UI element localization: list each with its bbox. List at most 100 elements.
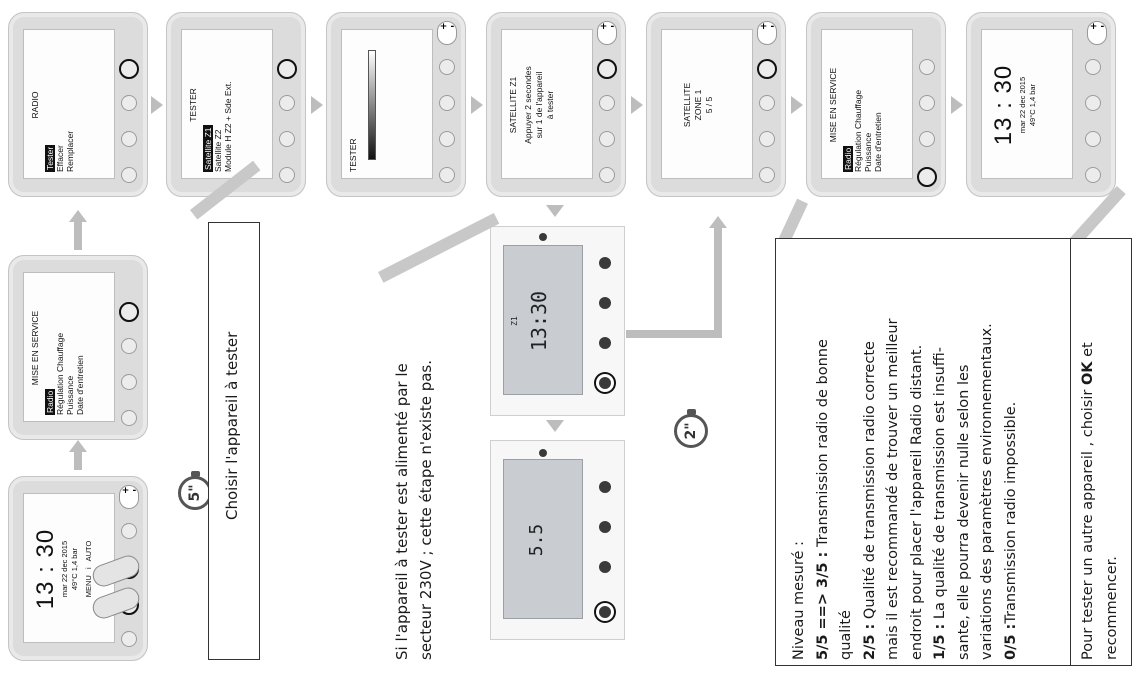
plus-minus-button[interactable]: + - <box>757 21 777 45</box>
menu-item-satellite-z1[interactable]: Satellite Z1 <box>203 125 213 172</box>
button-3[interactable] <box>279 131 295 147</box>
arrow-connector <box>714 228 722 338</box>
device-radio: RADIO Tester Effacer Remplacer <box>8 12 148 197</box>
arrow-right <box>471 96 483 114</box>
screen-title: TESTER <box>348 138 358 172</box>
remote-value: 5.5 <box>526 523 547 557</box>
plus-minus-button[interactable]: + - <box>437 21 457 45</box>
menu-item-radio[interactable]: Radio <box>843 145 853 172</box>
button-1[interactable] <box>439 59 455 75</box>
device-screen: SATELLITE ZONE 1 5 / 5 <box>661 29 753 179</box>
button-4[interactable] <box>121 167 137 183</box>
menu-item-puissance[interactable]: Puissance <box>863 132 873 172</box>
menu-item-regulation[interactable]: Régulation Chauffage <box>55 332 65 415</box>
remote-lcd: 5.5 <box>503 459 583 619</box>
screen-title: RADIO <box>30 91 40 119</box>
device-satellite-zone: SATELLITE ZONE 1 5 / 5 + - <box>646 12 786 197</box>
button-2[interactable] <box>759 95 775 111</box>
zone-line: ZONE 1 <box>693 89 703 121</box>
remote-button[interactable] <box>599 297 611 309</box>
button-2[interactable] <box>121 338 137 354</box>
arrow-up-head <box>69 440 87 452</box>
button-1[interactable] <box>597 59 617 79</box>
status-display: 49°C 1,4 bar <box>70 547 79 591</box>
menu-item-radio[interactable]: Radio <box>45 388 55 415</box>
button-2[interactable] <box>121 95 137 111</box>
button-3[interactable] <box>759 131 775 147</box>
remote-button[interactable] <box>599 481 611 493</box>
button-2[interactable] <box>599 95 615 111</box>
remote-button[interactable] <box>599 521 611 533</box>
device-tester-list: TESTER Satellite Z1 Satellite Z2 Module … <box>166 12 306 197</box>
button-3[interactable] <box>439 131 455 147</box>
button-ok[interactable] <box>119 59 139 79</box>
button-3[interactable] <box>121 374 137 390</box>
menu-item-satellite-z2[interactable]: Satellite Z2 <box>213 129 223 172</box>
date-display: mar 22 dec 2015 <box>1018 76 1027 134</box>
screen-title: MISE EN SERVICE <box>30 310 40 386</box>
plus-minus-button[interactable]: + - <box>1087 21 1107 45</box>
button-ok[interactable] <box>119 302 139 322</box>
zone-line: SATELLITE <box>682 82 692 128</box>
caption-secteur: Si l'appareil à tester est alimenté par … <box>393 359 435 660</box>
instruction-line: sur 1 de l'appareil <box>534 71 544 139</box>
remote-satellite-1: Z1 13:30 <box>490 226 625 416</box>
device-screen: RADIO Tester Effacer Remplacer <box>23 29 115 179</box>
device-satellite-z1: SATELLITE Z1 Appuyer 2 secondes sur 1 de… <box>486 12 626 197</box>
device-home-2: 13 : 30 mar 22 dec 2015 49°C 1,4 bar + - <box>966 12 1116 197</box>
remote-button[interactable] <box>599 337 611 349</box>
caption-choose: Choisir l'appareil à tester <box>223 331 241 520</box>
zone-score: 5 / 5 <box>704 96 714 114</box>
menu-item-effacer[interactable]: Effacer <box>55 145 65 172</box>
plus-minus-button[interactable]: + - <box>597 21 617 45</box>
remote-button[interactable] <box>539 449 547 457</box>
button-4[interactable] <box>121 410 137 426</box>
plus-minus-button[interactable]: + - <box>119 485 139 509</box>
button-1[interactable] <box>1085 59 1101 75</box>
button-4[interactable] <box>1085 167 1101 183</box>
menu-item-module-h[interactable]: Module H Z2 + Sde Ext. <box>223 81 233 172</box>
menu-item-tester[interactable]: Tester <box>45 144 55 172</box>
button-back[interactable] <box>917 167 937 187</box>
remote-button[interactable] <box>539 233 547 241</box>
menu-item-entretien[interactable]: Date d'entretien <box>873 112 883 172</box>
menu-item-puissance[interactable]: Puissance <box>65 375 75 415</box>
button-4[interactable] <box>759 167 775 183</box>
button-2[interactable] <box>919 95 935 111</box>
arrow-down <box>546 420 564 432</box>
button-2[interactable] <box>439 95 455 111</box>
button-1[interactable] <box>919 59 935 75</box>
button-3[interactable] <box>121 131 137 147</box>
button-4[interactable] <box>121 631 137 647</box>
button-ok[interactable] <box>277 59 297 79</box>
remote-button-1[interactable] <box>599 377 611 389</box>
arrow-up-head <box>709 216 727 228</box>
caption-box <box>208 222 260 660</box>
button-3[interactable] <box>1085 131 1101 147</box>
button-3[interactable] <box>919 131 935 147</box>
device-mise-en-service: MISE EN SERVICE Radio Régulation Chauffa… <box>8 255 148 440</box>
menu-item-remplacer[interactable]: Remplacer <box>65 130 75 172</box>
level-bar <box>368 50 376 160</box>
menu-item-entretien[interactable]: Date d'entretien <box>75 355 85 415</box>
date-display: mar 22 dec 2015 <box>60 540 69 598</box>
device-mise-en-service-2: MISE EN SERVICE Radio Régulation Chauffa… <box>806 12 946 197</box>
remote-button[interactable] <box>599 257 611 269</box>
button-1[interactable] <box>121 523 137 539</box>
device-screen: 13 : 30 mar 22 dec 2015 49°C 1,4 bar <box>981 29 1073 179</box>
menu-item-regulation[interactable]: Régulation Chauffage <box>853 89 863 172</box>
remote-button[interactable] <box>599 561 611 573</box>
button-2[interactable] <box>1085 95 1101 111</box>
status-display: 49°C 1,4 bar <box>1028 83 1037 127</box>
arrow-up <box>74 220 82 250</box>
button-ok[interactable] <box>757 59 777 79</box>
screen-title: TESTER <box>188 88 198 122</box>
remote-button-1[interactable] <box>599 606 611 618</box>
button-3[interactable] <box>599 131 615 147</box>
button-4[interactable] <box>599 167 615 183</box>
button-4[interactable] <box>439 167 455 183</box>
arrow-up-head <box>69 210 87 222</box>
remote-satellite-2: 5.5 <box>490 440 625 640</box>
button-4[interactable] <box>279 167 295 183</box>
button-2[interactable] <box>279 95 295 111</box>
